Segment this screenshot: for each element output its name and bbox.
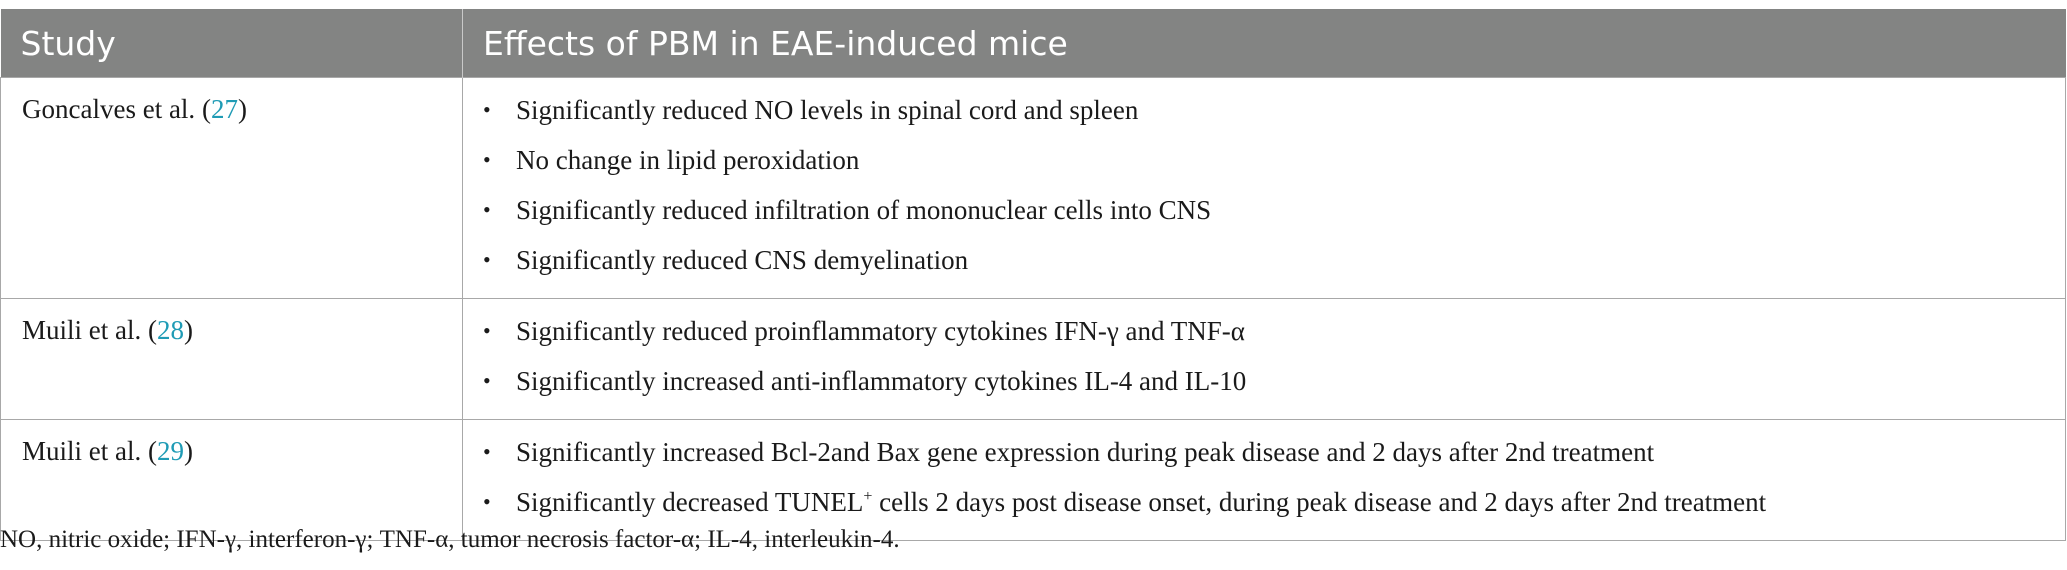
header-row: Study Effects of PBM in EAE-induced mice	[0, 9, 2066, 78]
table-row: Muili et al. (29) • Significantly increas…	[0, 419, 2066, 541]
bullet-icon: •	[483, 97, 491, 122]
effects-list: • Significantly reduced NO levels in spin…	[463, 78, 2065, 298]
effect-text: Significantly reduced infiltration of mo…	[516, 195, 1212, 225]
study-name: Goncalves et al.	[22, 94, 196, 124]
bullet-icon: •	[483, 147, 491, 172]
list-item: • Significantly reduced proinflammatory c…	[463, 309, 2065, 359]
list-item: • Significantly increased anti-inflammato…	[463, 359, 2065, 409]
reference-link[interactable]: 28	[156, 315, 184, 345]
ref-close-paren: )	[237, 94, 247, 124]
study-cell: Muili et al. (29)	[0, 419, 463, 541]
study-name: Muili et al.	[22, 315, 142, 345]
bullet-icon: •	[483, 197, 491, 222]
study-effects-table: Study Effects of PBM in EAE-induced mice…	[0, 9, 2066, 541]
reference-link[interactable]: 29	[156, 436, 184, 466]
effect-text-pre: Significantly decreased TUNEL	[516, 487, 864, 517]
effects-list: • Significantly increased Bcl-2and Bax ge…	[463, 420, 2065, 540]
effect-text: No change in lipid peroxidation	[516, 145, 860, 175]
reference-link[interactable]: 27	[210, 94, 238, 124]
table-body: Goncalves et al. (27) • Significantly red…	[0, 77, 2066, 541]
effect-text: Significantly increased anti-inflammator…	[516, 366, 1247, 396]
effect-text: Significantly reduced NO levels in spina…	[516, 95, 1139, 125]
table-footnote: NO, nitric oxide; IFN-γ, interferon-γ; T…	[0, 526, 900, 553]
table-row: Goncalves et al. (27) • Significantly red…	[0, 77, 2066, 299]
effects-list: • Significantly reduced proinflammatory c…	[463, 299, 2065, 419]
bullet-icon: •	[483, 489, 491, 514]
list-item: • Significantly reduced infiltration of m…	[463, 188, 2065, 238]
list-item: • Significantly reduced NO levels in spin…	[463, 88, 2065, 138]
ref-close-paren: )	[183, 436, 193, 466]
effect-text: Significantly reduced proinflammatory cy…	[516, 316, 1245, 346]
ref-open-paren: (	[147, 436, 157, 466]
table-header: Study Effects of PBM in EAE-induced mice	[0, 9, 2066, 78]
header-effects: Effects of PBM in EAE-induced mice	[462, 9, 2066, 78]
table-row: Muili et al. (28) • Significantly reduced…	[0, 298, 2066, 420]
study-cell: Goncalves et al. (27)	[0, 77, 463, 299]
list-item: • Significantly increased Bcl-2and Bax ge…	[463, 430, 2065, 480]
ref-open-paren: (	[201, 94, 211, 124]
effect-text: Significantly increased Bcl-2and Bax gen…	[516, 437, 1655, 467]
bullet-icon: •	[483, 368, 491, 393]
effects-cell: • Significantly increased Bcl-2and Bax ge…	[462, 419, 2066, 541]
ref-close-paren: )	[183, 315, 193, 345]
effects-cell: • Significantly reduced proinflammatory c…	[462, 298, 2066, 420]
list-item: • Significantly decreased TUNEL+ cells 2 …	[463, 480, 2065, 530]
list-item: • Significantly reduced CNS demyelination	[463, 238, 2065, 288]
study-name: Muili et al.	[22, 436, 142, 466]
header-study: Study	[0, 9, 463, 78]
superscript-plus: +	[863, 488, 873, 505]
study-cell: Muili et al. (28)	[0, 298, 463, 420]
bullet-icon: •	[483, 439, 491, 464]
effect-text-post: cells 2 days post disease onset, during …	[872, 487, 1767, 517]
effect-text: Significantly reduced CNS demyelination	[516, 245, 969, 275]
list-item: • No change in lipid peroxidation	[463, 138, 2065, 188]
effects-cell: • Significantly reduced NO levels in spin…	[462, 77, 2066, 299]
table-container: Study Effects of PBM in EAE-induced mice…	[0, 9, 2066, 541]
bullet-icon: •	[483, 247, 491, 272]
bullet-icon: •	[483, 318, 491, 343]
ref-open-paren: (	[147, 315, 157, 345]
